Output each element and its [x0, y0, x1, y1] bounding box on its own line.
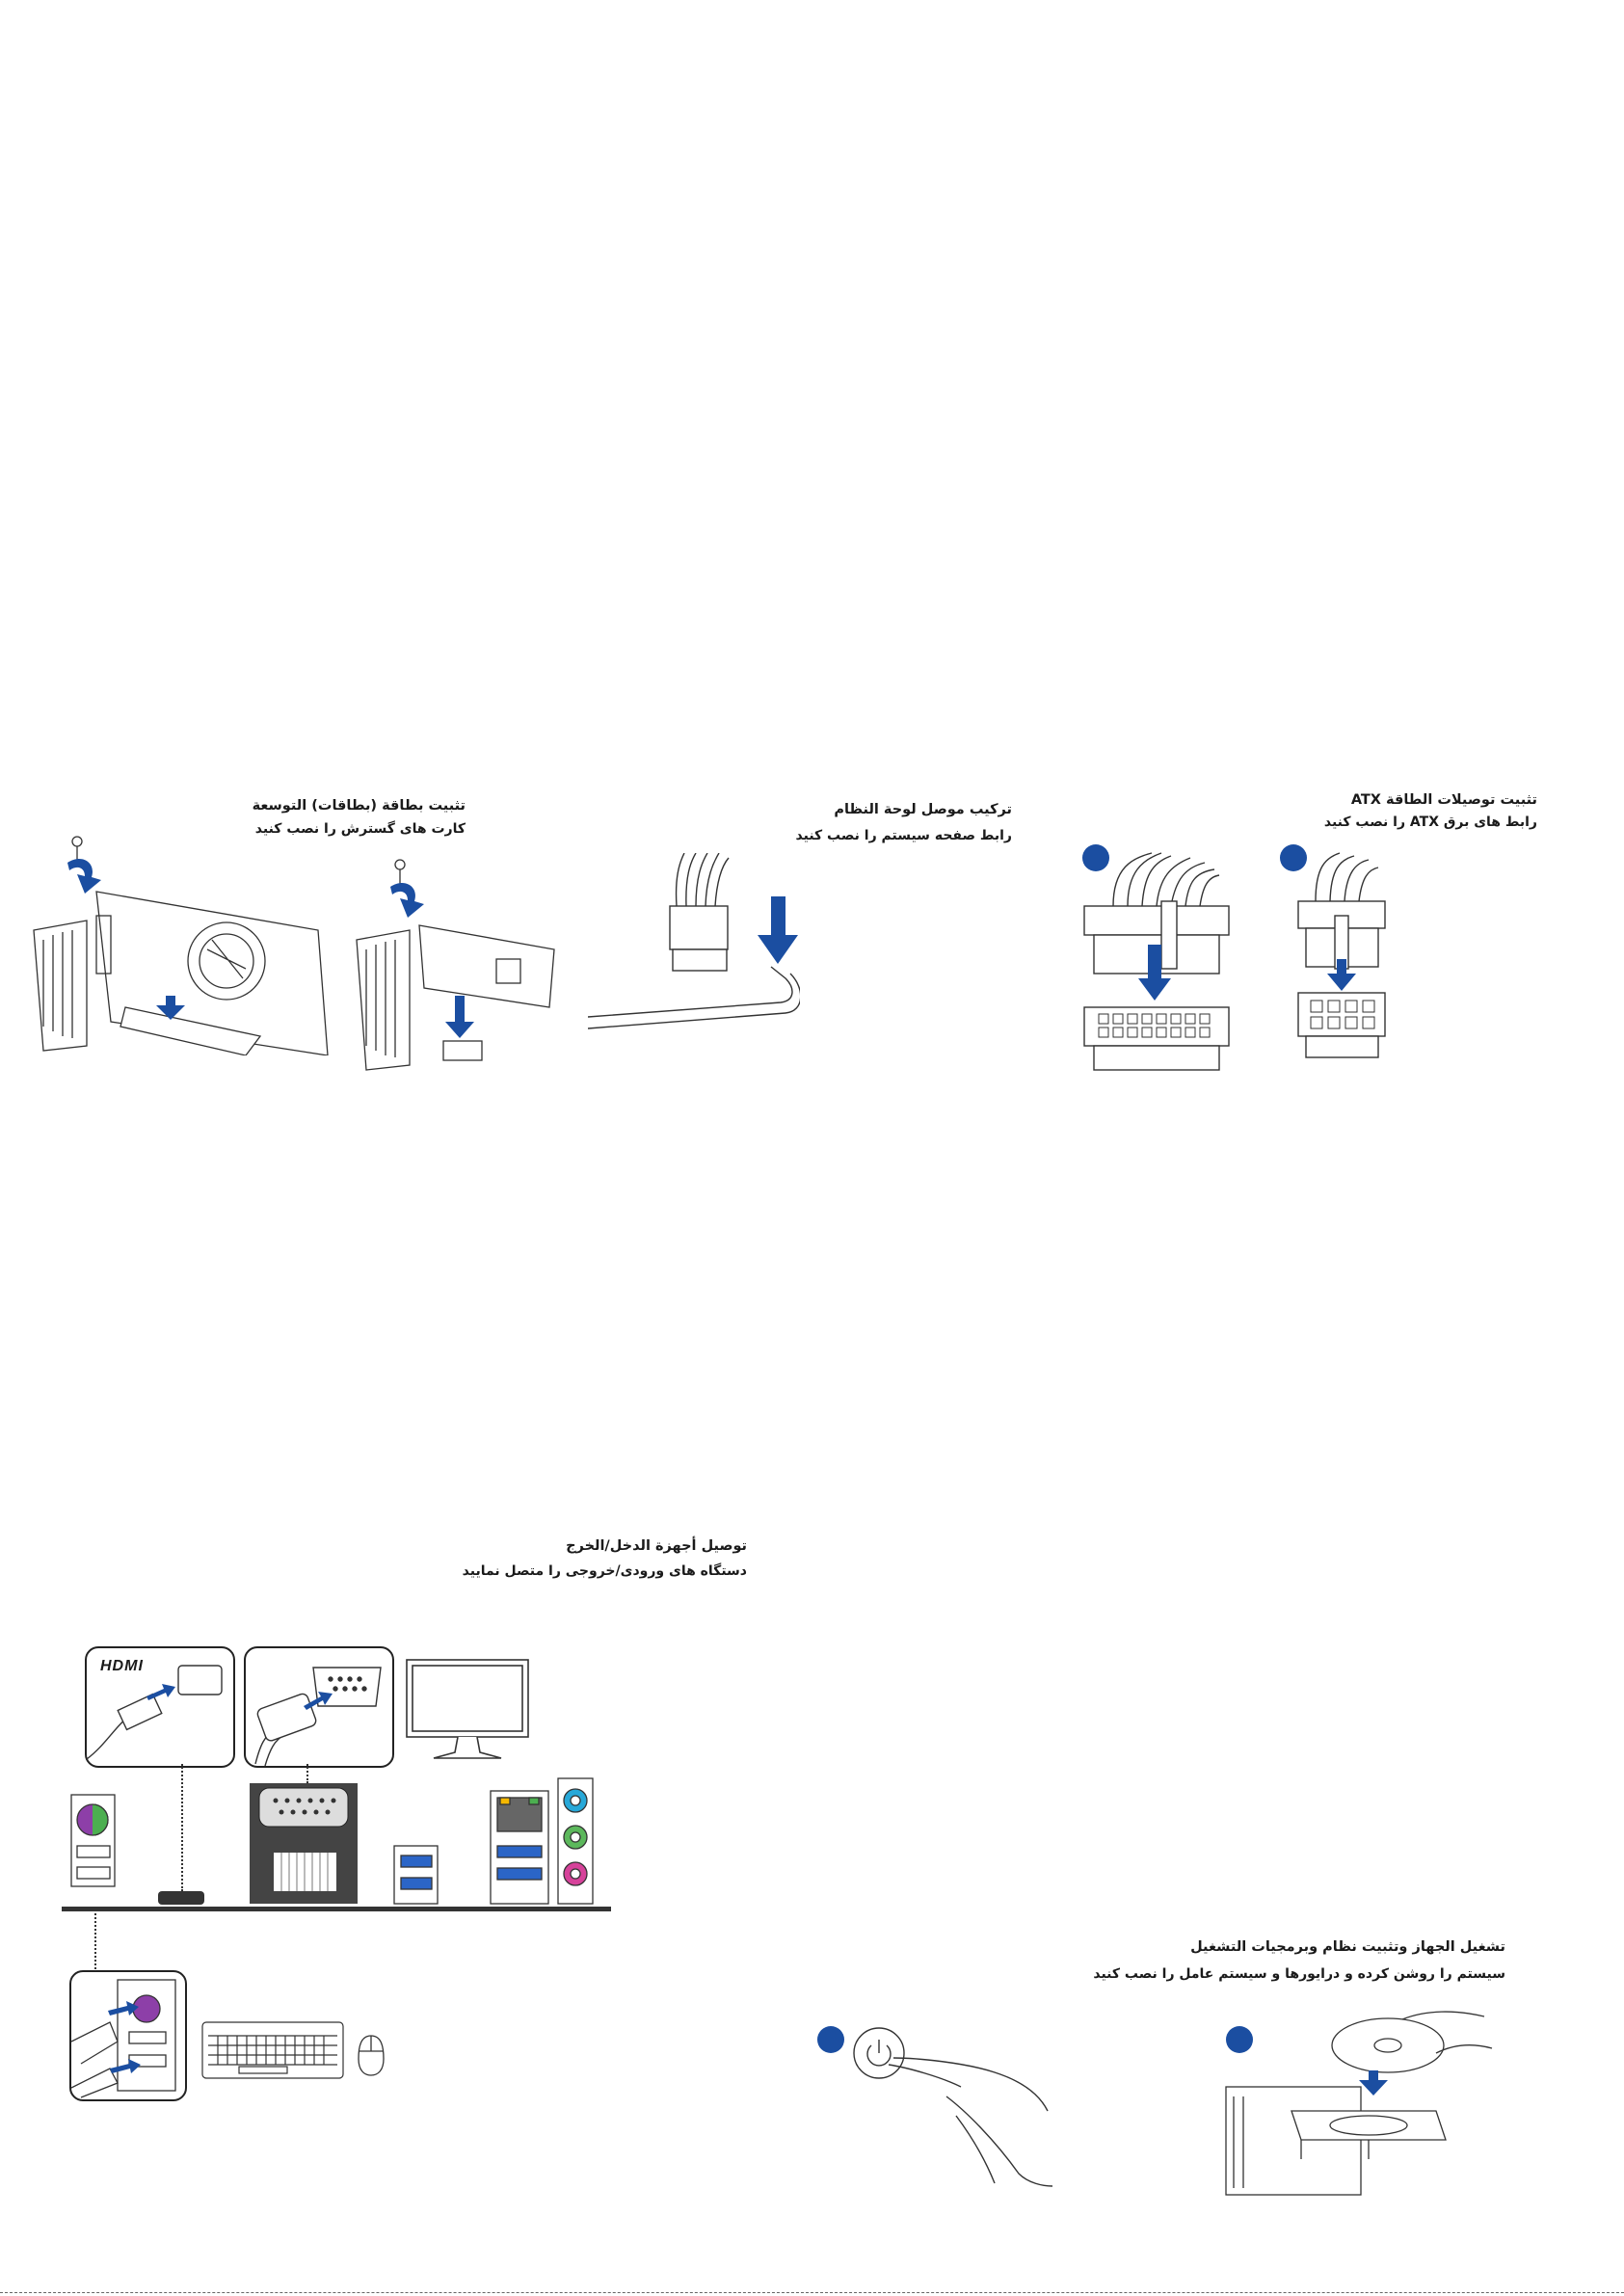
panel-subtitle: رابط صفحه سیستم را نصب کنید: [795, 828, 1012, 843]
monitor-icon: [406, 1659, 529, 1759]
optical-disc-install-illustration: [1225, 2011, 1493, 2196]
step-badge-power-on: [817, 2026, 844, 2053]
page-bottom-rule: [0, 2292, 1624, 2293]
ps2-usb-callout: [69, 1970, 187, 2101]
graphics-card-install-illustration: [33, 836, 329, 1055]
ps2-usb-plug-icon: [70, 1979, 176, 2098]
io-title: توصيل أجهزة الدخل/الخرج: [566, 1538, 747, 1554]
expansion-subtitle: کارت های گسترش را نصب کنید: [254, 821, 466, 837]
hdmi-logo: HDMI: [100, 1658, 144, 1674]
vga-dotted-line: [306, 1764, 308, 1783]
panel-title: تركيب موصل لوحة النظام: [834, 802, 1012, 817]
hdmi-cable-icon: [87, 1665, 223, 1760]
hdmi-callout: HDMI: [85, 1646, 235, 1768]
expansion-card-install-illustration: [356, 859, 555, 1071]
atx-8pin-connector-illustration: [1297, 852, 1386, 1058]
expansion-title: تثبيت بطاقة (بطاقات) التوسعة: [252, 798, 466, 814]
step-badge-install-os: [1226, 2026, 1253, 2053]
panel-connector-illustration: [588, 853, 800, 1029]
rear-io-panel-illustration: [62, 1777, 611, 1911]
io-subtitle: دستگاه های ورودی/خروجی را متصل نمایید: [462, 1563, 747, 1579]
power-on-title: تشغيل الجهاز وتثبيت نظام وبرمجيات التشغي…: [1190, 1939, 1505, 1955]
hdmi-dotted-line: [181, 1764, 183, 1891]
atx-title: تثبيت توصيلات الطاقة ATX: [1350, 792, 1537, 808]
atx-24pin-connector-illustration: [1083, 852, 1230, 1071]
step-badge-atx-24pin: [1082, 844, 1109, 871]
ps2-dotted-line: [94, 1907, 96, 1969]
power-button-press-illustration: [853, 2027, 1052, 2187]
vga-callout: [244, 1646, 394, 1768]
power-on-subtitle: سیستم را روشن کرده و درایورها و سیستم عا…: [1093, 1966, 1505, 1982]
keyboard-icon: [201, 2021, 344, 2079]
atx-subtitle: رابط های برق ATX را نصب کنید: [1323, 814, 1537, 830]
step-badge-atx-8pin: [1280, 844, 1307, 871]
mouse-icon: [358, 2035, 385, 2076]
vga-cable-icon: [254, 1667, 382, 1767]
